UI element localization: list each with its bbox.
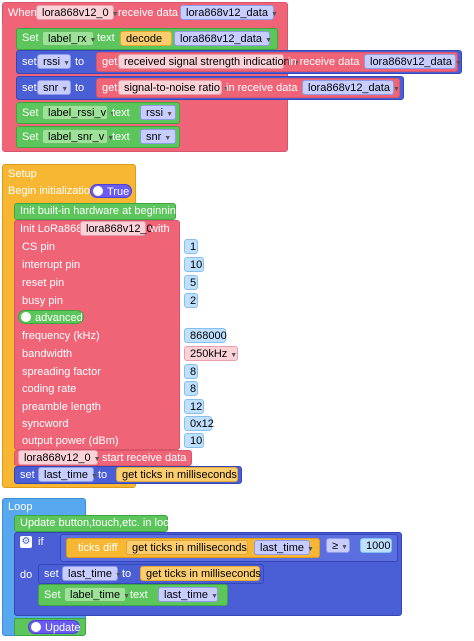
busy-pin-value[interactable]: 2 (184, 293, 198, 308)
preamble-length-value[interactable]: 12 (184, 399, 204, 414)
compare-operator-dropdown[interactable]: ≥▼ (326, 538, 350, 553)
loop-title: Loop (8, 501, 33, 513)
cs-pin-label: CS pin (22, 241, 56, 253)
snr-data-dropdown[interactable]: lora868v12_data▼ (302, 80, 400, 95)
ticks-diff-last-time-dropdown[interactable]: last_time▼ (254, 540, 314, 555)
bandwidth-dropdown[interactable]: 250kHz▼ (184, 346, 238, 361)
label-rssi-dropdown[interactable]: label_rssi_v▼ (42, 105, 116, 120)
label-time-value-dropdown[interactable]: last_time▼ (158, 587, 218, 602)
bandwidth-label: bandwidth (22, 348, 73, 360)
spreading-factor-label: spreading factor (22, 366, 101, 378)
if-label: if (38, 536, 44, 548)
text-label: text (130, 589, 148, 601)
to-label: to (122, 568, 132, 580)
syncword-value[interactable]: 0x12 (184, 416, 214, 431)
toggle-knob-icon (93, 186, 103, 196)
cs-pin-value[interactable]: 1 (184, 239, 198, 254)
frequency-value[interactable]: 868000 (184, 328, 227, 343)
set-label: set (44, 568, 59, 580)
syncword-label: syncword (22, 418, 69, 430)
set-label: set (20, 469, 35, 481)
setup-title: Setup (8, 168, 37, 180)
to-label: to (75, 82, 85, 94)
receive-data-label: receive data (118, 7, 178, 19)
decode-var-dropdown[interactable]: lora868v12_data▼ (174, 31, 272, 46)
coding-rate-label: coding rate (22, 383, 77, 395)
toggle-knob-icon (21, 312, 31, 322)
gear-icon[interactable]: ⚙ (20, 536, 32, 548)
get-label: get (102, 56, 118, 68)
text-label: text (112, 107, 130, 119)
start-receive-label: start receive data (102, 452, 187, 464)
snr-var-dropdown[interactable]: snr▼ (37, 80, 71, 95)
set-label: Set (44, 589, 61, 601)
event-object-dropdown[interactable]: lora868v12_0▼ (36, 5, 119, 20)
last-time-var-dropdown[interactable]: last_time▼ (38, 467, 98, 482)
init-builtin-label: Init built-in hardware at beginning (20, 205, 183, 217)
text-label: text (112, 131, 130, 143)
begin-init-toggle[interactable]: True (90, 184, 132, 198)
ticks-diff-label: ticks diff (78, 542, 118, 554)
get-ticks-block[interactable]: get ticks in milliseconds (116, 467, 238, 482)
rssi-value-dropdown[interactable]: rssi▼ (140, 105, 176, 120)
set-label: Set (22, 32, 39, 44)
lora-object-field[interactable]: lora868v12_0 (80, 221, 153, 236)
begin-init-label: Begin initialization (8, 185, 97, 197)
output-power-label: output power (dBm) (22, 435, 119, 447)
init-builtin-block[interactable] (14, 203, 176, 220)
loop-last-time-var-dropdown[interactable]: last_time▼ (62, 566, 122, 581)
toggle-knob-icon (31, 622, 41, 632)
label-time-dropdown[interactable]: label_time▼ (64, 587, 130, 602)
update-in-loop-block[interactable] (14, 515, 168, 532)
get-label: get (102, 82, 118, 94)
text-label: text (97, 32, 115, 44)
preamble-length-label: preamble length (22, 401, 101, 413)
to-label: to (98, 469, 108, 481)
rssi-data-dropdown[interactable]: lora868v12_data▼ (364, 54, 462, 69)
frequency-label: frequency (kHz) (22, 330, 100, 342)
start-receive-object-dropdown[interactable]: lora868v12_0▼ (18, 450, 101, 465)
set-label: set (22, 56, 37, 68)
spreading-factor-value[interactable]: 8 (184, 364, 198, 379)
event-var-dropdown[interactable]: lora868v12_data▼ (180, 5, 278, 20)
output-power-value[interactable]: 10 (184, 433, 204, 448)
label-snr-dropdown[interactable]: label_snr_v▼ (42, 129, 114, 144)
init-lora-label: Init LoRa868 (20, 223, 83, 235)
busy-pin-label: busy pin (22, 295, 63, 307)
label-rx-dropdown[interactable]: label_rx▼ (42, 31, 96, 46)
rssi-item-dropdown[interactable]: received signal strength indication▼ (118, 54, 300, 69)
reset-pin-value[interactable]: 5 (184, 275, 198, 290)
set-label: Set (22, 107, 39, 119)
loop-get-ticks-block[interactable]: get ticks in milliseconds (140, 566, 261, 581)
threshold-value[interactable]: 1000 (360, 538, 392, 553)
init-lora-block[interactable] (14, 220, 180, 450)
in-receive-data-label: in receive data (288, 56, 360, 68)
to-label: to (75, 56, 85, 68)
update-toggle[interactable]: Update (28, 620, 80, 634)
snr-value-dropdown[interactable]: snr▼ (140, 129, 176, 144)
with-label: with (150, 223, 170, 235)
rssi-var-dropdown[interactable]: rssi▼ (37, 54, 71, 69)
set-label: Set (22, 131, 39, 143)
event-body-left (2, 22, 16, 150)
reset-pin-label: reset pin (22, 277, 65, 289)
in-receive-data-label: in receive data (226, 82, 298, 94)
coding-rate-value[interactable]: 8 (184, 381, 198, 396)
set-label: set (22, 82, 37, 94)
advanced-toggle[interactable]: advanced (18, 310, 84, 324)
decode-block[interactable]: decode (120, 31, 172, 46)
update-in-loop-label: Update button,touch,etc. in loop (20, 517, 176, 529)
do-label: do (20, 569, 33, 581)
snr-item-dropdown[interactable]: signal-to-noise ratio▼ (118, 80, 230, 95)
interrupt-pin-label: interrupt pin (22, 259, 81, 271)
ticks-diff-get-ticks-block[interactable]: get ticks in milliseconds (126, 540, 248, 555)
interrupt-pin-value[interactable]: 10 (184, 257, 204, 272)
when-label: When (8, 7, 37, 19)
